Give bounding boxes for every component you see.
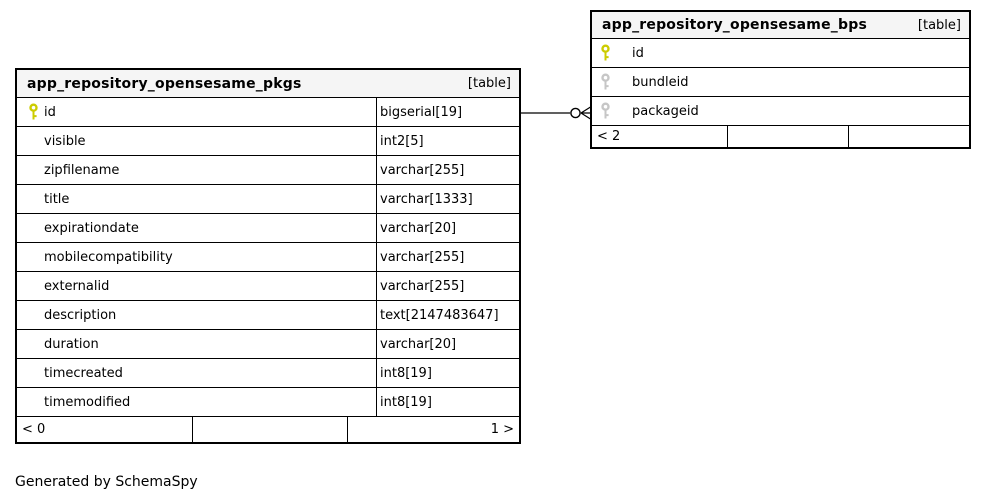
- table-type-badge: [table]: [917, 17, 961, 33]
- zero-or-circle-marker: [570, 107, 581, 119]
- column-name: bundleid: [632, 74, 689, 90]
- column-name: timemodified: [44, 394, 131, 410]
- table-row: packageid: [592, 97, 969, 126]
- footer-parents-count: 1 >: [347, 417, 519, 442]
- table-row: externalid varchar[255]: [17, 272, 519, 301]
- footer-spacer: [192, 417, 347, 442]
- column-name: title: [44, 191, 70, 207]
- column-name: timecreated: [44, 365, 123, 381]
- footer-spacer: [727, 126, 848, 147]
- table-row: duration varchar[20]: [17, 330, 519, 359]
- column-type: int8[19]: [376, 388, 519, 416]
- table-title: app_repository_opensesame_pkgs: [27, 75, 302, 92]
- table-row: description text[2147483647]: [17, 301, 519, 330]
- column-type: bigserial[19]: [376, 98, 519, 126]
- column-name: externalid: [44, 278, 110, 294]
- table-row: id bigserial[19]: [17, 98, 519, 127]
- table-footer: < 2: [592, 126, 969, 147]
- column-name: description: [44, 307, 117, 323]
- table-row: timecreated int8[19]: [17, 359, 519, 388]
- primary-key-icon: [600, 44, 611, 62]
- column-type: varchar[255]: [376, 156, 519, 184]
- table-footer: < 0 1 >: [17, 417, 519, 442]
- table-row: visible int2[5]: [17, 127, 519, 156]
- column-type: int2[5]: [376, 127, 519, 155]
- primary-key-icon: [28, 103, 39, 121]
- table-row: expirationdate varchar[20]: [17, 214, 519, 243]
- column-type: varchar[255]: [376, 272, 519, 300]
- column-name: id: [44, 104, 56, 120]
- table-row: timemodified int8[19]: [17, 388, 519, 417]
- footer-parents-count: [848, 126, 969, 147]
- column-name: packageid: [632, 103, 699, 119]
- column-type: varchar[20]: [376, 214, 519, 242]
- column-name: expirationdate: [44, 220, 139, 236]
- column-type: varchar[255]: [376, 243, 519, 271]
- column-type: int8[19]: [376, 359, 519, 387]
- table-title: app_repository_opensesame_bps: [602, 17, 867, 33]
- table-node-pkgs[interactable]: app_repository_opensesame_pkgs [table] i…: [15, 68, 521, 444]
- column-name: visible: [44, 133, 86, 149]
- table-row: bundleid: [592, 68, 969, 97]
- column-name: duration: [44, 336, 99, 352]
- column-name: id: [632, 45, 644, 61]
- table-type-badge: [table]: [467, 76, 511, 91]
- footer-children-count: < 0: [22, 422, 46, 437]
- table-row: mobilecompatibility varchar[255]: [17, 243, 519, 272]
- column-type: text[2147483647]: [376, 301, 519, 329]
- column-type: varchar[20]: [376, 330, 519, 358]
- foreign-key-icon: [600, 102, 611, 120]
- table-node-bps[interactable]: app_repository_opensesame_bps [table] id…: [590, 10, 971, 149]
- relationship-edge: [519, 106, 591, 120]
- table-row: zipfilename varchar[255]: [17, 156, 519, 185]
- column-name: mobilecompatibility: [44, 249, 173, 265]
- foreign-key-icon: [600, 73, 611, 91]
- generator-caption: Generated by SchemaSpy: [15, 474, 198, 490]
- footer-children-count: < 2: [597, 129, 621, 144]
- column-name: zipfilename: [44, 162, 120, 178]
- table-header[interactable]: app_repository_opensesame_bps [table]: [592, 12, 969, 39]
- table-row: id: [592, 39, 969, 68]
- table-header[interactable]: app_repository_opensesame_pkgs [table]: [17, 70, 519, 98]
- table-row: title varchar[1333]: [17, 185, 519, 214]
- column-type: varchar[1333]: [376, 185, 519, 213]
